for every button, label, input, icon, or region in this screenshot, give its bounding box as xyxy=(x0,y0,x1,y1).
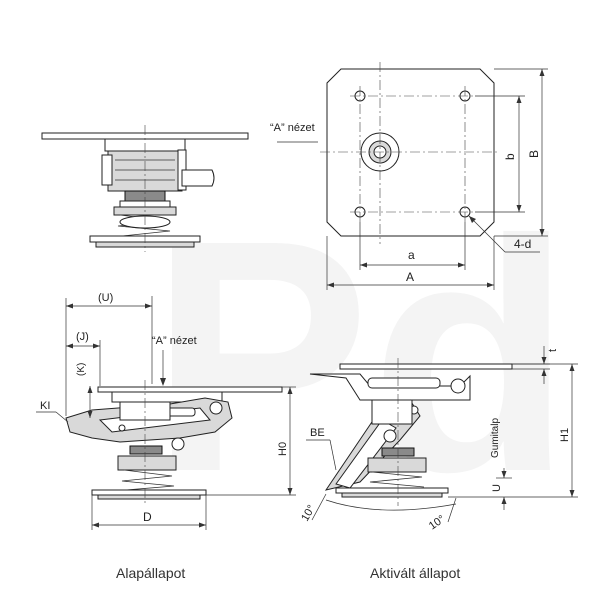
caption-right: Aktivált állapot xyxy=(370,565,461,581)
label-dim-BE: BE xyxy=(310,427,325,439)
caption-left: Alapállapot xyxy=(116,565,186,581)
label-dim-A: A xyxy=(406,270,414,284)
label-dim-D: D xyxy=(143,510,152,524)
label-dim-K: (K) xyxy=(76,363,87,376)
label-dim-b: b xyxy=(503,153,517,160)
label-dim-H1: H1 xyxy=(559,428,571,442)
label-dim-U2: U xyxy=(491,484,503,492)
side-view-activated xyxy=(309,358,513,523)
label-a-nezet-side: “A” nézet xyxy=(152,335,197,347)
activated-dimensions xyxy=(306,346,578,510)
label-dim-B: B xyxy=(527,150,541,158)
label-gumitalp: Gumitalp xyxy=(490,418,501,458)
label-a-nezet-top: “A” nézet xyxy=(270,122,315,134)
label-dim-t: t xyxy=(547,349,559,352)
label-dim-U: (U) xyxy=(98,292,113,304)
side-dimensions xyxy=(36,296,296,530)
side-view-retracted xyxy=(65,380,283,506)
plan-dimensions xyxy=(277,68,548,290)
label-dim-H0: H0 xyxy=(277,442,289,456)
front-view-top xyxy=(41,125,249,252)
label-dim-a: a xyxy=(408,248,415,262)
label-dim-J: (J) xyxy=(76,331,89,343)
label-dim-KI: KI xyxy=(40,400,50,412)
label-dim-4d: 4-d xyxy=(514,237,531,251)
plan-view-A xyxy=(320,62,500,244)
